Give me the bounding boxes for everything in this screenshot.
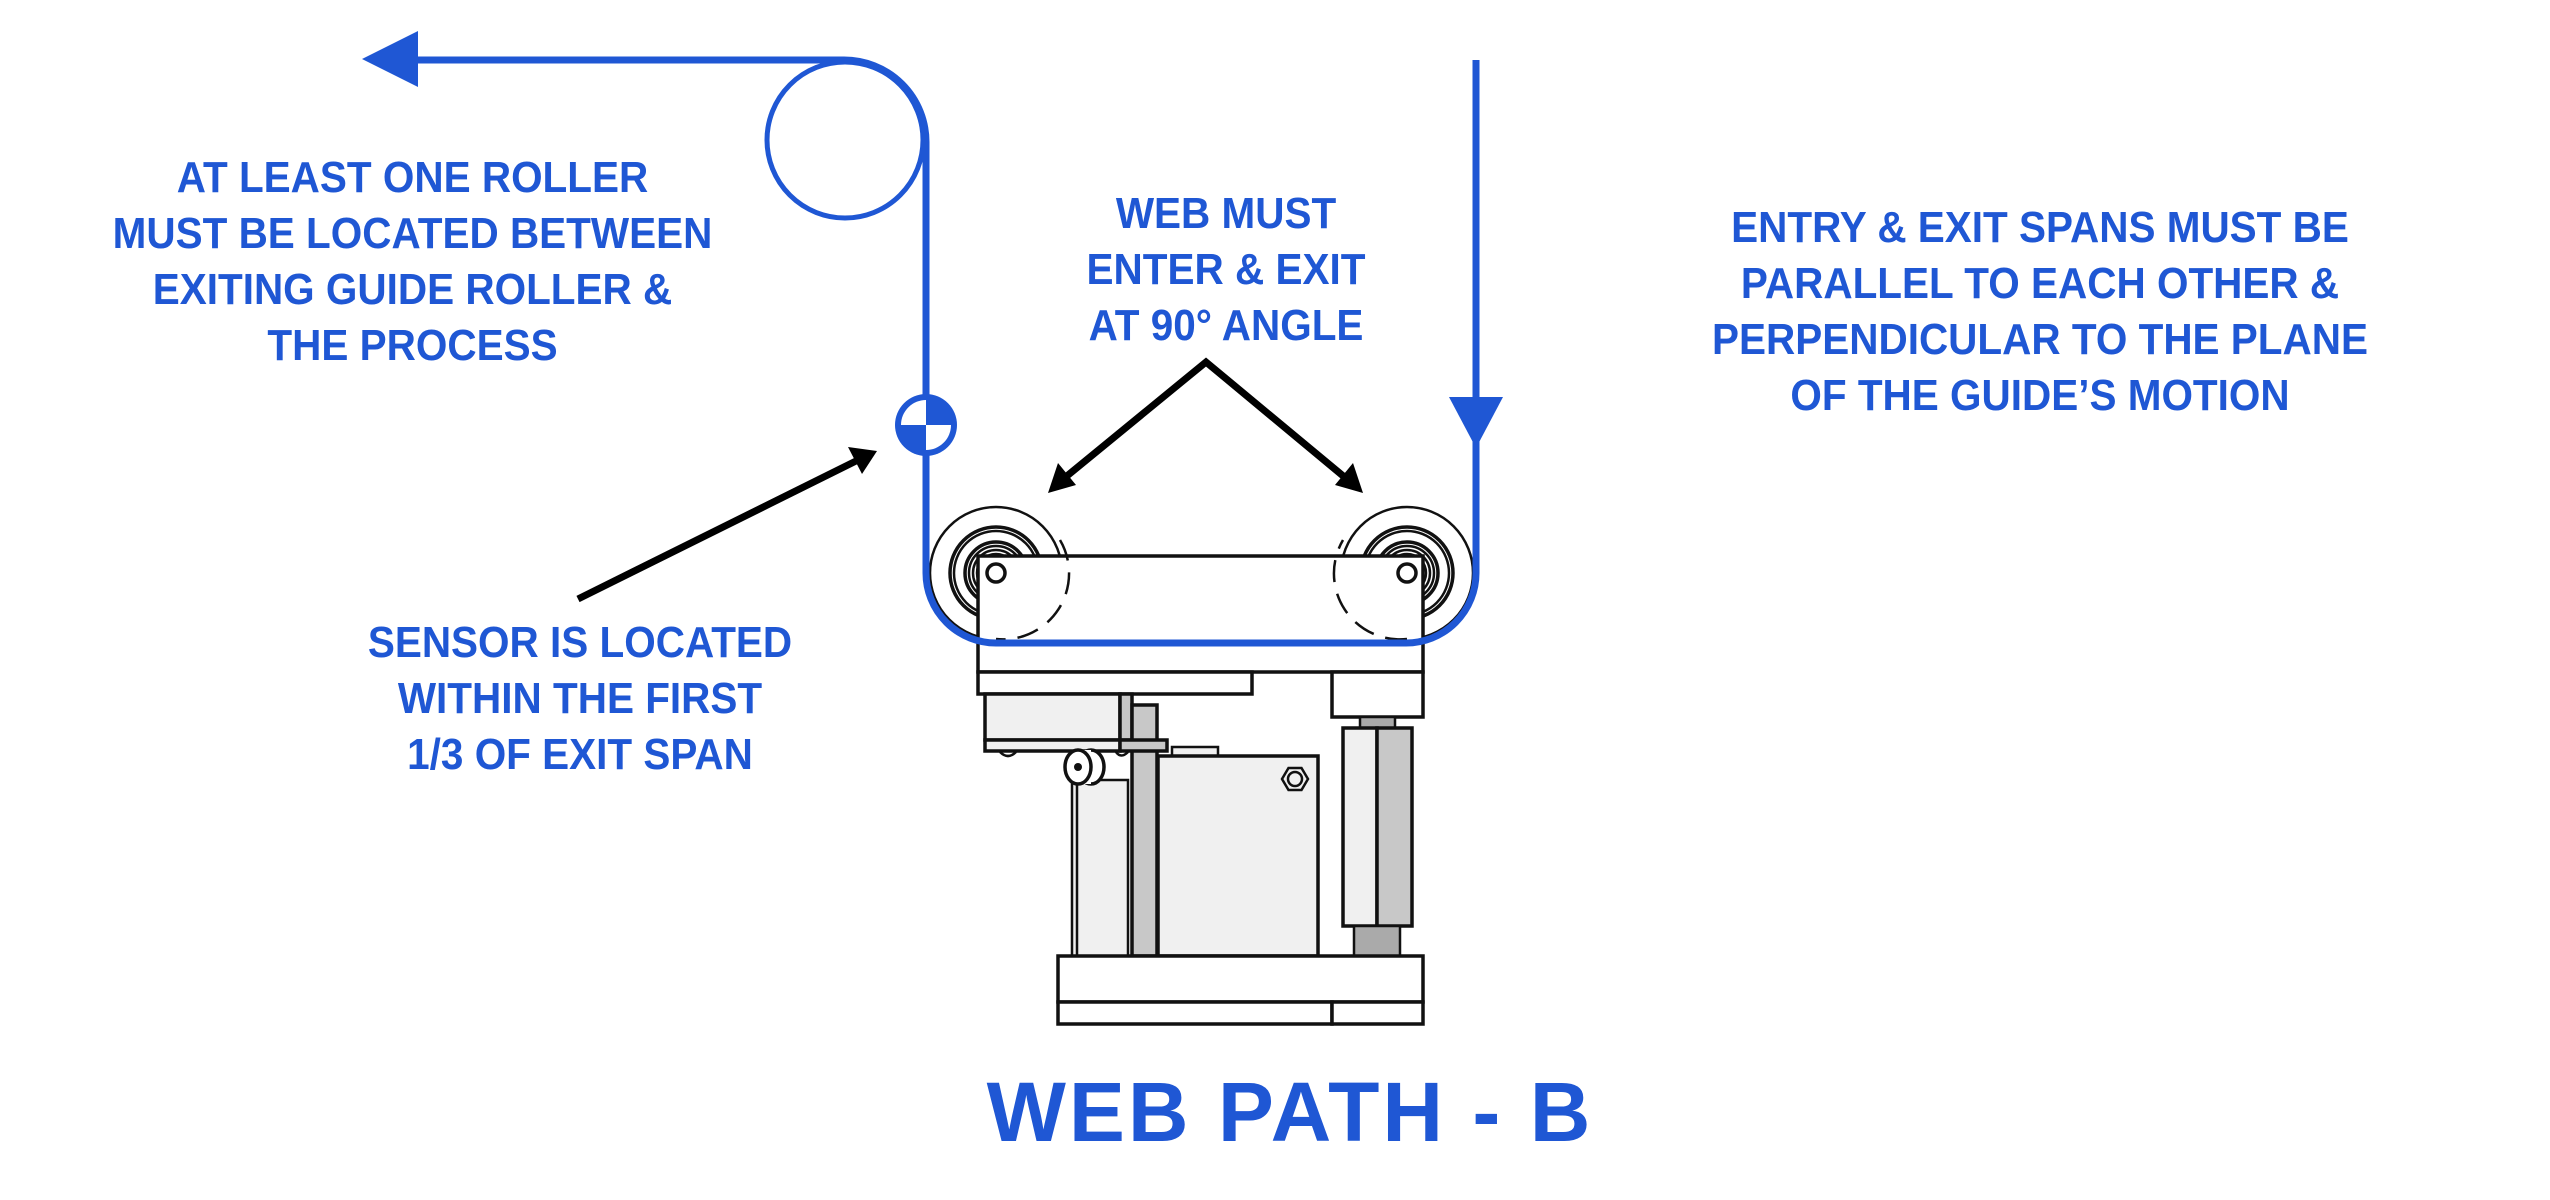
base-plate — [1056, 954, 1425, 1004]
note-line: ENTER & EXIT — [1086, 245, 1366, 294]
frame-right-block — [1330, 670, 1425, 719]
note-line: THE PROCESS — [267, 321, 558, 370]
side-panel — [1070, 778, 1130, 958]
note-entry-exit-angle: WEB MUST ENTER & EXIT AT 90° ANGLE — [1051, 186, 1401, 354]
left-axle-hole — [985, 562, 1007, 584]
edge-sensor-icon — [895, 394, 957, 456]
left-roller-hidden-outline — [995, 539, 1071, 641]
note-roller-placement: AT LEAST ONE ROLLER MUST BE LOCATED BETW… — [70, 150, 755, 374]
roller-carriage-plate — [976, 554, 1425, 674]
base-foot-right — [1330, 1000, 1425, 1026]
note-line: ENTRY & EXIT SPANS MUST BE — [1731, 203, 2349, 252]
note-line: WEB MUST — [1115, 189, 1337, 238]
hex-nut-icon — [1280, 766, 1310, 792]
note-line: PERPENDICULAR TO THE PLANE — [1712, 315, 2368, 364]
note-sensor-location: SENSOR IS LOCATED WITHIN THE FIRST 1/3 O… — [341, 615, 819, 783]
small-roller — [1063, 748, 1106, 786]
web-line — [415, 56, 1480, 647]
note-line: 1/3 OF EXIT SPAN — [407, 730, 753, 779]
cylinder-rod — [1352, 924, 1402, 958]
note-line: MUST BE LOCATED BETWEEN — [112, 209, 713, 258]
sensor-callout-arrow — [576, 447, 877, 603]
web-path — [362, 31, 1503, 647]
note-line: AT LEAST ONE ROLLER — [176, 153, 649, 202]
note-line: EXITING GUIDE ROLLER & — [152, 265, 673, 314]
left-housing — [983, 692, 1122, 742]
note-line: WITHIN THE FIRST — [397, 674, 763, 723]
note-line: AT 90° ANGLE — [1088, 301, 1364, 350]
left-housing-screw — [999, 751, 1129, 758]
note-line: SENSOR IS LOCATED — [367, 618, 793, 667]
note-parallel-spans: ENTRY & EXIT SPANS MUST BE PARALLEL TO E… — [1672, 200, 2408, 424]
left-housing-base — [983, 738, 1122, 753]
guide-post-thin — [1118, 692, 1134, 742]
frame-left-shelf — [976, 670, 1254, 696]
arrow-left-icon — [362, 31, 418, 87]
diagram-title: WEB PATH - B — [986, 1065, 1594, 1159]
base-foot-left — [1056, 1000, 1334, 1026]
right-axle-hole — [1396, 562, 1418, 584]
note-line: OF THE GUIDE’S MOTION — [1790, 371, 2290, 420]
cylinder-body-dark — [1375, 726, 1414, 928]
note-line: PARALLEL TO EACH OTHER & — [1740, 259, 2340, 308]
arrow-down-icon — [1449, 397, 1503, 448]
post-bracket — [1118, 738, 1169, 753]
cylinder-body-light — [1341, 726, 1379, 928]
right-roller-hidden-outline — [1332, 539, 1408, 641]
web-guide-mechanism — [928, 505, 1475, 1026]
angle-callout-arrows — [1048, 357, 1363, 493]
